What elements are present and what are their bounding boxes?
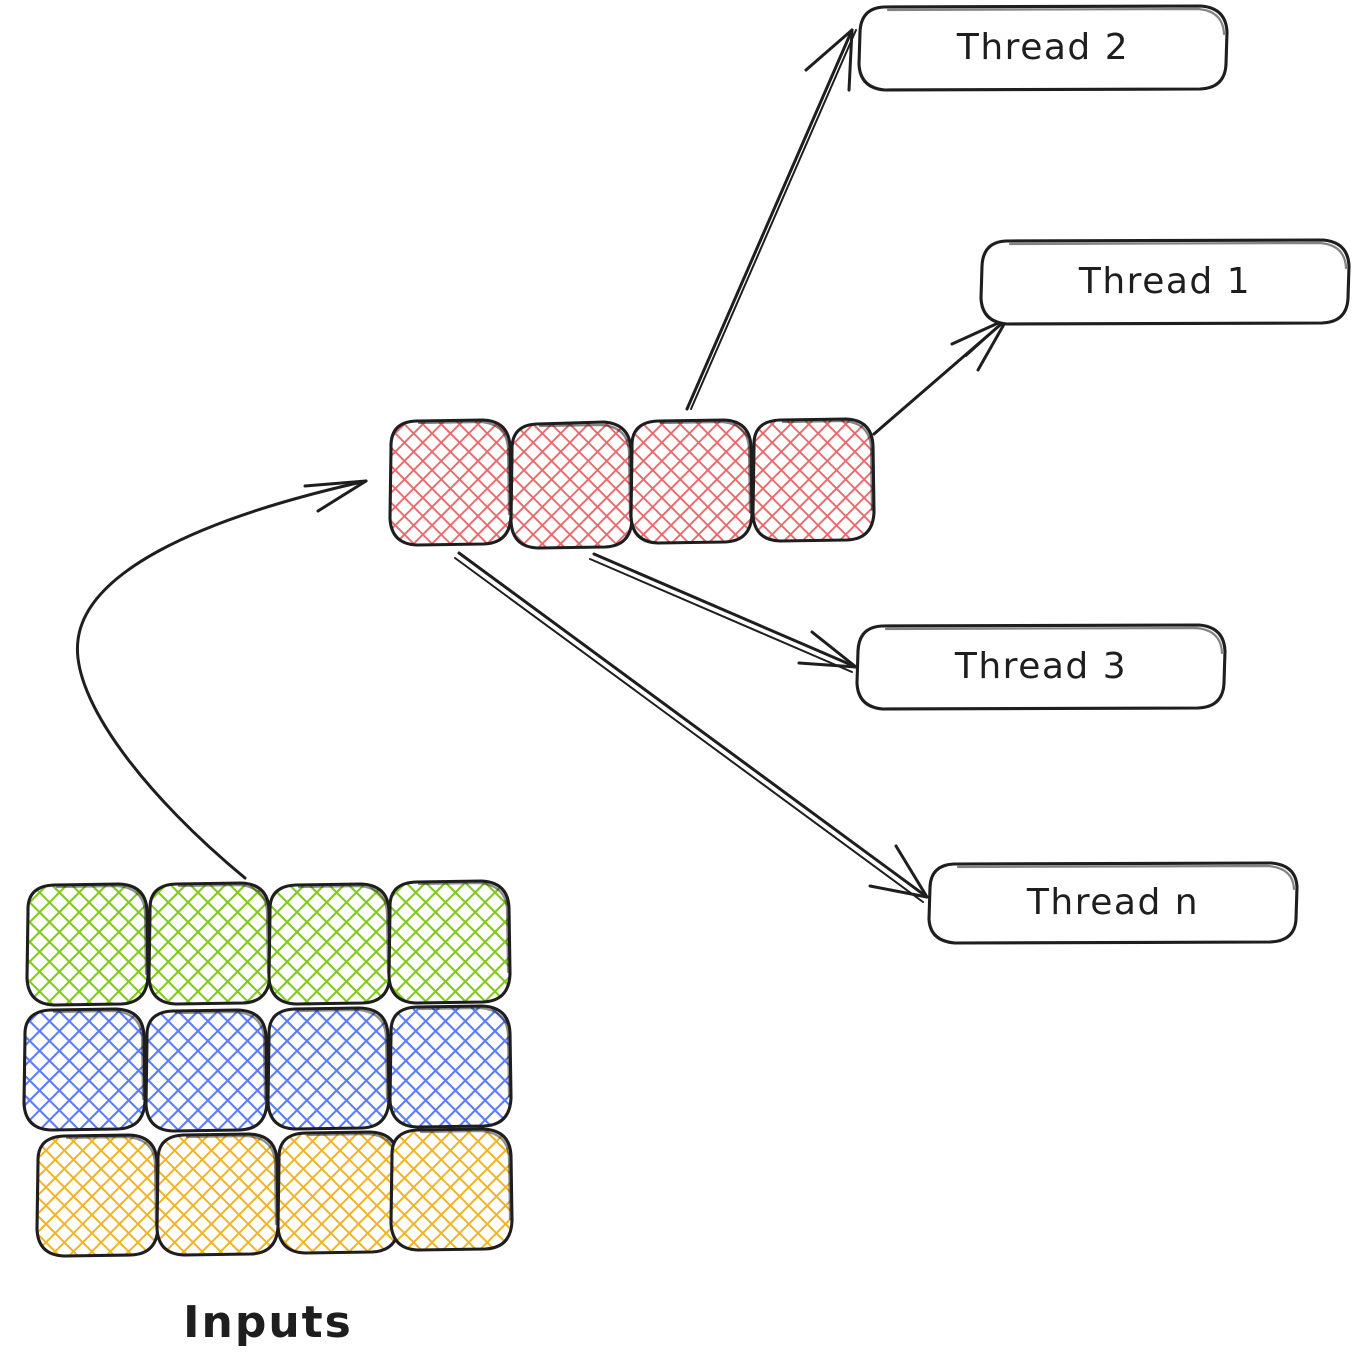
thread-box-label-3: Thread 3 (954, 646, 1127, 687)
input-cell-blue-4[interactable] (388, 1004, 513, 1129)
arrow-queue-to-thread-2 (685, 28, 857, 411)
thread-box-thread-3[interactable]: Thread 3 (855, 623, 1227, 711)
input-cell-orange-4[interactable] (389, 1127, 514, 1252)
thread-box-thread-n[interactable]: Thread n (927, 861, 1299, 945)
queue-cell-task-3[interactable] (629, 418, 754, 545)
input-cell-orange-3[interactable] (276, 1130, 401, 1255)
thread-box-thread-2[interactable]: Thread 2 (857, 4, 1229, 92)
thread-box-thread-1[interactable]: Thread 1 (979, 238, 1351, 326)
arrow-queue-to-thread-3 (589, 552, 858, 673)
thread-box-label-n: Thread n (1026, 882, 1199, 923)
input-cell-orange-1[interactable] (35, 1133, 160, 1258)
input-cell-blue-1[interactable] (22, 1007, 147, 1132)
input-cell-blue-3[interactable] (266, 1006, 391, 1131)
queue-cell-task-4[interactable] (751, 417, 876, 543)
inputs-row-orange (35, 1127, 514, 1258)
arrow-inputs-to-queue (75, 479, 368, 880)
thread-box-label-2: Thread 2 (956, 27, 1129, 68)
queue-cell-task-2[interactable] (509, 420, 634, 550)
inputs-row-green (25, 879, 512, 1007)
input-cell-green-4[interactable] (387, 879, 512, 1005)
inputs-caption: Inputs (183, 1297, 353, 1348)
input-cell-green-3[interactable] (267, 882, 392, 1006)
thread-box-label-1: Thread 1 (1078, 261, 1251, 302)
thread-boxes: Thread 2 Thread 1 Thread 3 Threa (855, 4, 1351, 945)
input-cell-blue-2[interactable] (144, 1008, 269, 1133)
queue-cell-task-1[interactable] (388, 418, 513, 547)
inputs-row-blue (22, 1004, 513, 1133)
input-cell-green-2[interactable] (147, 881, 272, 1006)
connectors (75, 28, 1009, 903)
arrow-queue-to-thread-n (454, 551, 929, 903)
inputs-grid (22, 879, 514, 1258)
work-queue-row (388, 417, 876, 550)
arrow-queue-to-thread-1 (872, 317, 1009, 436)
input-cell-green-1[interactable] (25, 882, 150, 1007)
input-cell-orange-2[interactable] (155, 1132, 280, 1257)
